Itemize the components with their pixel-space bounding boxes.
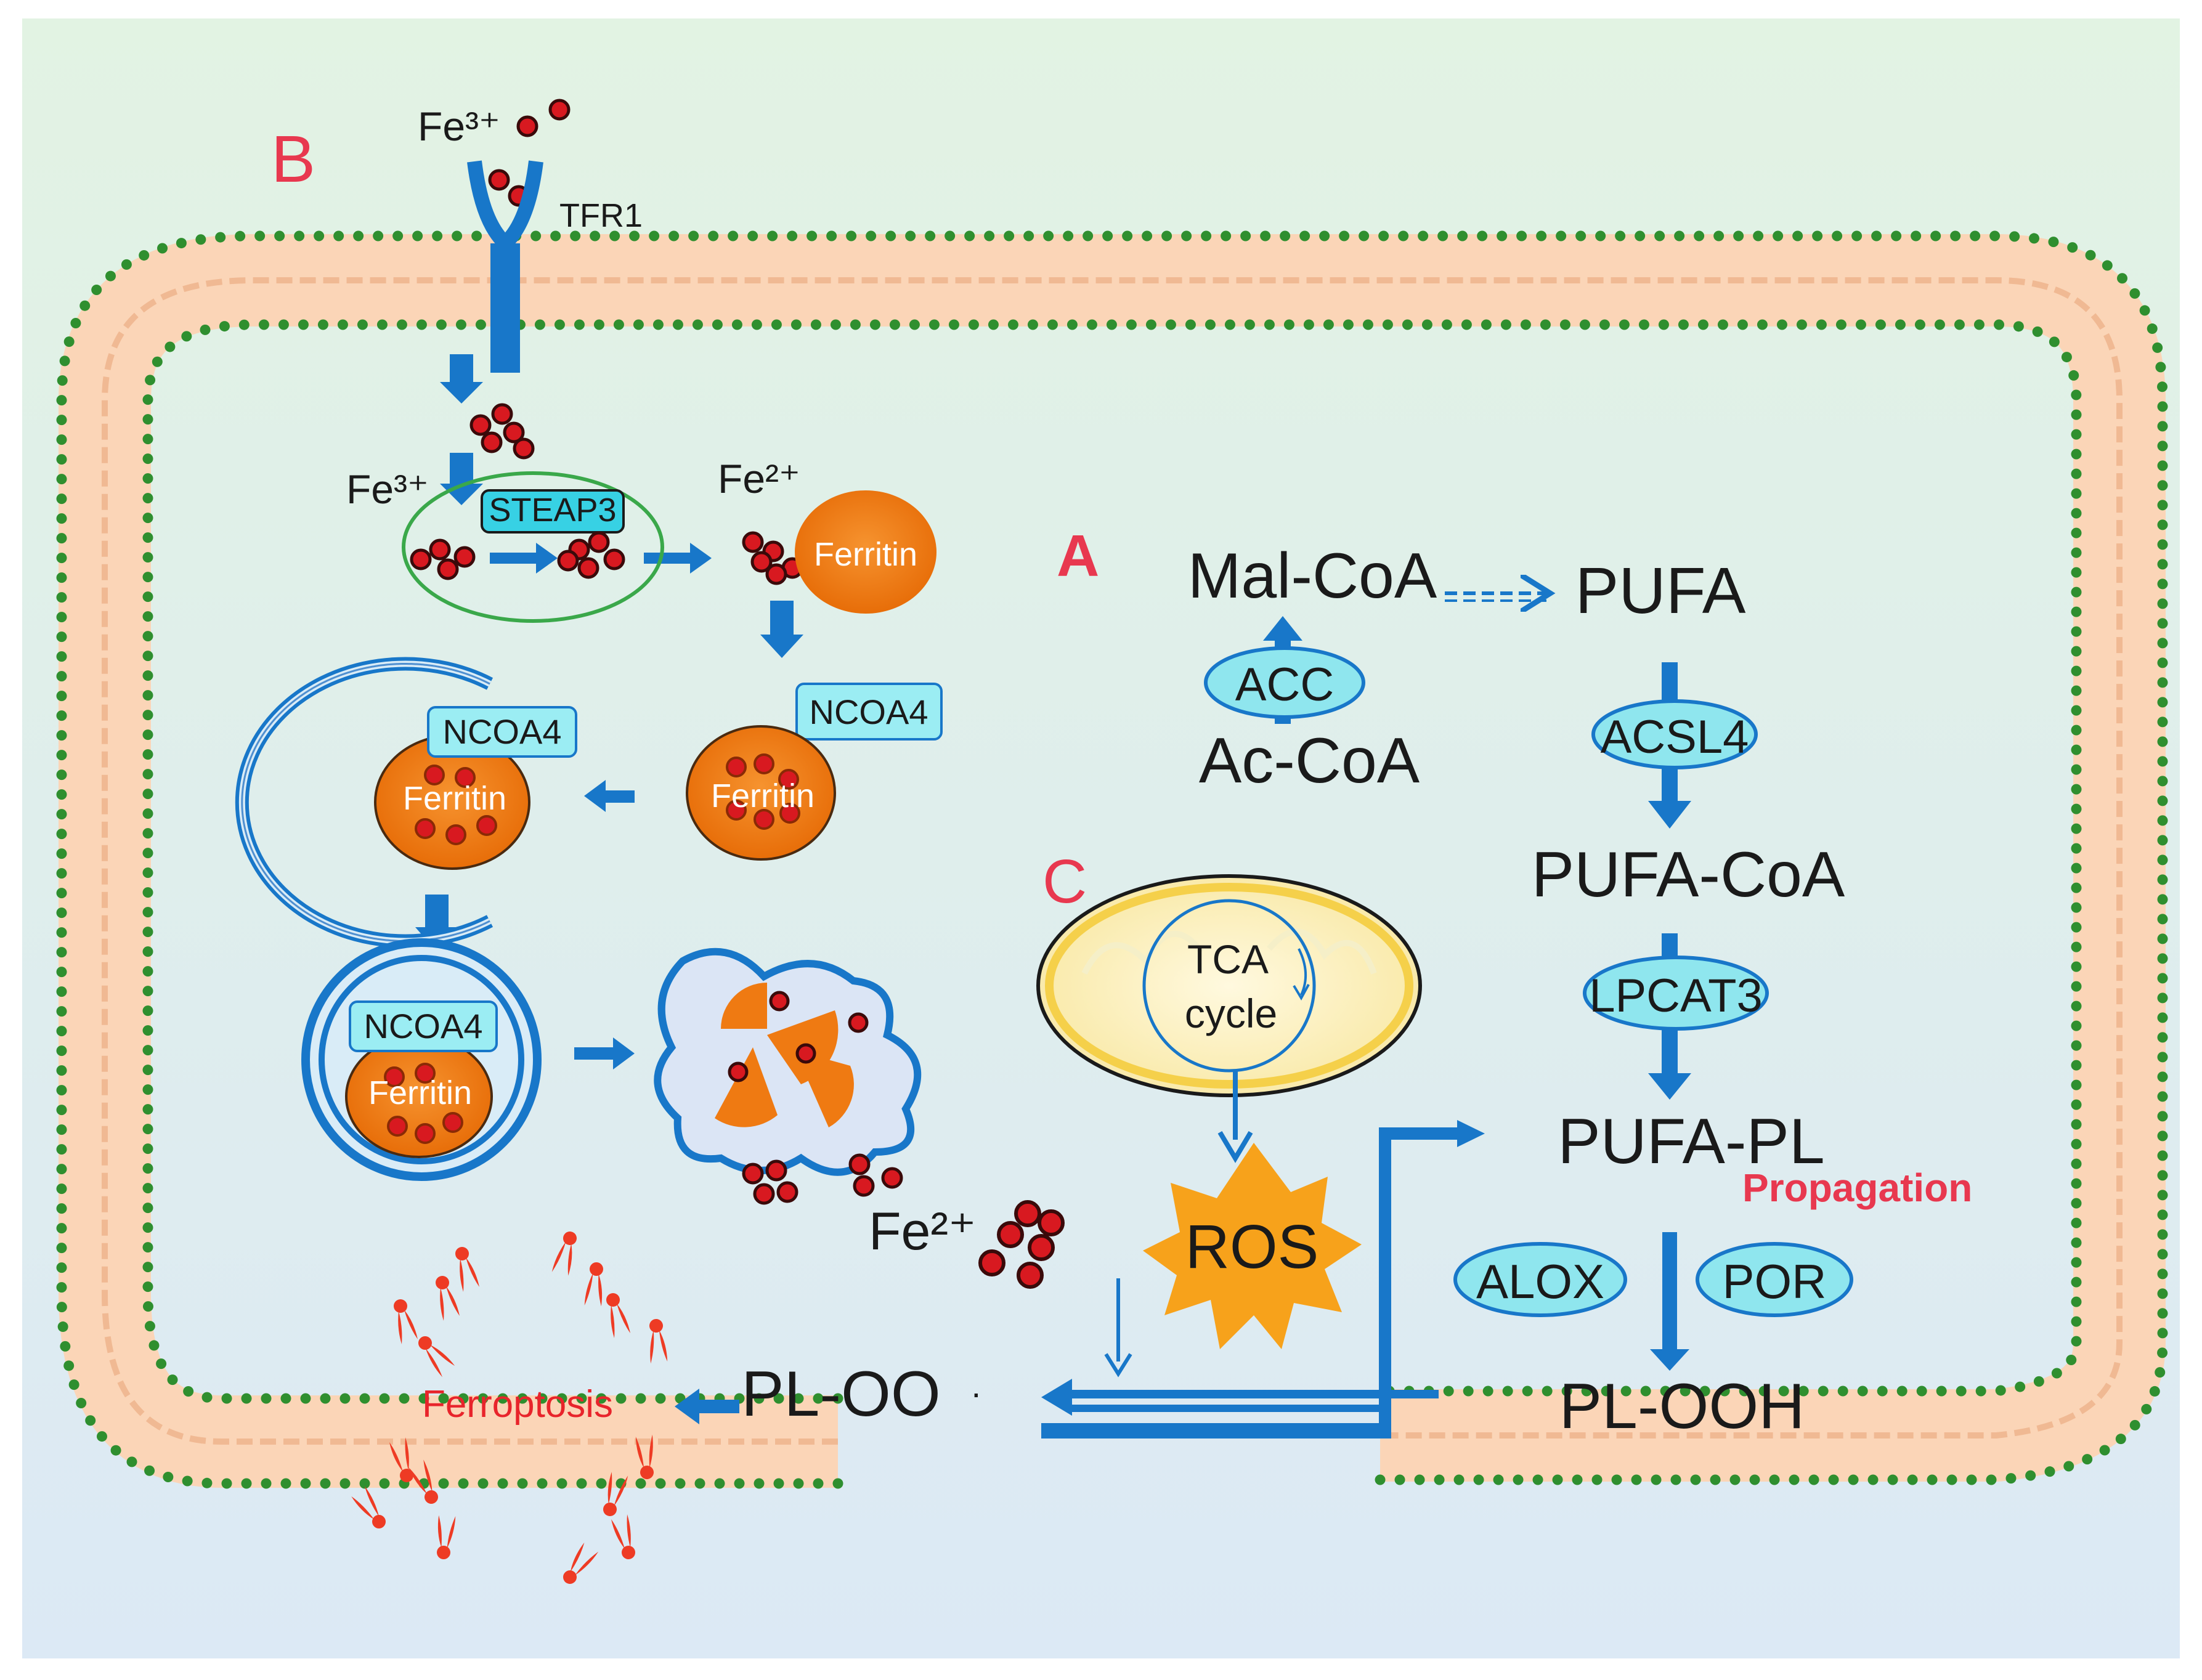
ac-coa-label: Ac-CoA xyxy=(1199,725,1420,797)
plooh-to-ploo-arrows xyxy=(1041,1379,1439,1416)
alox-label: ALOX xyxy=(1476,1254,1604,1309)
acc-label: ACC xyxy=(1235,659,1334,711)
iron-particles-endosome xyxy=(410,531,625,580)
ferritin-autophagosome-iron xyxy=(384,1063,463,1144)
ros-burst xyxy=(1143,1143,1362,1349)
por-label: POR xyxy=(1722,1254,1826,1309)
pufapl-to-plooh-arrow xyxy=(1650,1232,1689,1371)
fe2-particles-cluster xyxy=(978,1200,1065,1289)
panel-label-c: C xyxy=(1042,847,1087,916)
ncoa4-autophagosome-label: NCOA4 xyxy=(364,1007,483,1045)
ferritin-right-label: Ferritin xyxy=(711,777,815,814)
tfr1-receptor xyxy=(467,160,543,373)
alox-enzyme xyxy=(1453,1242,1627,1317)
mitochondrion xyxy=(1036,874,1422,1097)
lpcat3-enzyme xyxy=(1583,956,1769,1031)
fe3-particles-outside xyxy=(488,99,571,207)
tca-line1: TCA xyxy=(1187,936,1269,982)
panel-label-a: A xyxy=(1057,523,1099,589)
fe3-particles-inside xyxy=(469,403,535,460)
ncoa4-right-box xyxy=(795,683,943,741)
ncoa4-phagophore-box xyxy=(427,706,577,758)
tca-cycle-arrow xyxy=(1298,948,1307,996)
iron-arrows xyxy=(415,354,803,1069)
tca-line2: cycle xyxy=(1185,991,1277,1036)
ploo-to-ferroptosis-arrow xyxy=(675,1389,739,1424)
pl-oo-label: PL-OO xyxy=(741,1358,941,1430)
ferritin-free-label: Ferritin xyxy=(814,536,917,573)
pufa-coa-label: PUFA-CoA xyxy=(1532,839,1845,911)
tca-to-ros-arrow xyxy=(1217,1071,1253,1163)
steap3-box xyxy=(481,489,625,534)
ncoa4-phagophore-label: NCOA4 xyxy=(443,712,562,751)
fe2-particles-released xyxy=(742,1153,903,1205)
pufa-label: PUFA xyxy=(1575,554,1746,627)
ferritin-right-iron xyxy=(726,753,800,830)
autolysosome xyxy=(654,948,922,1176)
por-enzyme xyxy=(1696,1242,1853,1317)
ferritin-autophagosome-label: Ferritin xyxy=(368,1074,472,1111)
ferritin-phagophore-iron xyxy=(415,765,497,845)
pl-ooh-label: PL-OOH xyxy=(1559,1371,1805,1442)
acsl4-label: ACSL4 xyxy=(1601,711,1749,763)
phagophore xyxy=(235,657,494,948)
propagation-label: Propagation xyxy=(1742,1166,1972,1210)
panel-label-b: B xyxy=(271,121,315,196)
pl-oo-radical-dot: · xyxy=(970,1373,982,1412)
endosome xyxy=(402,471,664,623)
acsl4-enzyme xyxy=(1591,699,1758,769)
steap3-label: STEAP3 xyxy=(489,492,616,529)
fe2-bottom-label: Fe²⁺ xyxy=(869,1202,976,1261)
ncoa4-autophagosome-box xyxy=(349,1000,498,1052)
tca-cycle-arrowhead xyxy=(1293,984,1310,1001)
fe2-top-label: Fe²⁺ xyxy=(718,456,800,501)
cell-membrane xyxy=(56,230,2168,1489)
ferroptosis-label: Ferroptosis xyxy=(422,1383,613,1426)
ros-label: ROS xyxy=(1185,1212,1319,1281)
tfr1-label: TFR1 xyxy=(559,197,643,234)
fe3-outside-label: Fe³⁺ xyxy=(418,103,500,149)
pufa-pl-label: PUFA-PL xyxy=(1558,1106,1824,1177)
ros-attack-arrowhead xyxy=(1104,1353,1132,1378)
acc-enzyme xyxy=(1204,646,1365,719)
mal-coa-label: Mal-CoA xyxy=(1188,540,1437,612)
lpcat3-label: LPCAT3 xyxy=(1589,970,1763,1022)
ncoa4-right-label: NCOA4 xyxy=(810,692,928,731)
ros-peroxidation-loop xyxy=(1041,1120,1485,1439)
fe3-inside-label: Fe³⁺ xyxy=(346,466,429,512)
ferritin-right xyxy=(686,725,836,861)
free-ferritin xyxy=(795,490,936,614)
ferritin-phagophore-label: Ferritin xyxy=(403,780,506,817)
